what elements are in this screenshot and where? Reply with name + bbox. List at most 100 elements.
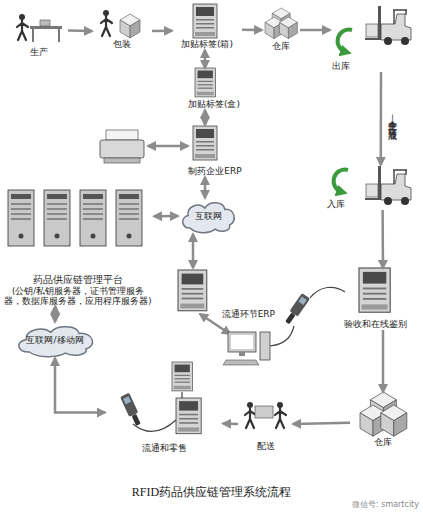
flow-arrow (380, 72, 383, 165)
green-turn-arrow (338, 30, 352, 52)
flow-arrow (300, 29, 330, 32)
flow-arrow (204, 110, 207, 125)
icon-node: 加贴标签(箱) (172, 4, 242, 50)
server-icon (8, 190, 34, 246)
worker-icon (101, 10, 112, 36)
worker-icon (17, 14, 28, 40)
worker-icon (245, 402, 256, 428)
computer-icon-part (228, 332, 256, 352)
product-item (40, 20, 50, 26)
icon-node: 出库 (330, 2, 415, 72)
computer-icon-part (260, 332, 270, 360)
icon-node: 配送 (238, 396, 293, 452)
labeling-machine (193, 4, 217, 38)
icon-node: 流通和零售 (105, 362, 223, 454)
computer-icon-part (231, 335, 253, 349)
node-label: 流通环节ERP (222, 309, 275, 320)
node-label: 包装 (113, 39, 131, 50)
node-label: 仓库 (272, 41, 290, 52)
rfid-reader-icon (120, 393, 143, 427)
flow-arrow (68, 29, 92, 32)
printer-icon-part (100, 140, 144, 158)
node-label: 加贴标签(盒) (188, 99, 240, 110)
node-label: 仓库 (374, 437, 392, 448)
flow-arrow (55, 358, 105, 413)
diagram-caption: RFID药品供应链管理系统流程 (0, 484, 423, 501)
worker-icon (275, 402, 286, 428)
icon-node: 仓库 (350, 392, 416, 448)
node-label: 验收和在线鉴别 (344, 319, 407, 330)
forklift-icon (365, 6, 411, 45)
printer-icon (100, 130, 144, 163)
retail-server (172, 362, 192, 391)
server-icon (44, 190, 70, 246)
watermark-text: 微信号: smartcity (352, 499, 419, 510)
labeling-machine (195, 68, 215, 97)
server-icon (80, 190, 106, 246)
node-label: 流通和零售 (142, 443, 187, 454)
retail-machine (176, 398, 201, 434)
cloud-node: 互联网 (178, 198, 238, 234)
flow-arrow (152, 29, 172, 32)
warehouse-icon (360, 392, 407, 436)
server-icon (116, 190, 142, 246)
node-label: 互联网/移动网 (26, 335, 83, 346)
node-label: 生产 (30, 47, 48, 58)
rfid-reader-icon (283, 293, 310, 326)
cloud-node: 互联网/移动网 (12, 322, 98, 358)
icon-node: 验收和在线鉴别 (335, 268, 415, 330)
reader-cable (310, 287, 345, 298)
icon-node: 仓库 (262, 8, 300, 52)
node-label: 互联网 (195, 211, 222, 222)
green-turn-arrow (334, 170, 348, 192)
flow-arrow (154, 215, 178, 218)
computer-icon-part (223, 360, 259, 365)
flow-arrow (293, 423, 350, 424)
flow-arrow (204, 50, 207, 68)
icon-node: 生产 (10, 8, 68, 58)
flow-arrow (204, 177, 207, 198)
node-label: 出库 (332, 61, 350, 72)
icon-node: 制药企业ERP (175, 125, 255, 177)
node-label: 加贴标签(箱) (181, 39, 233, 50)
icon-node: 包装 (92, 8, 152, 50)
erp-server (178, 270, 207, 311)
flow-arrow (223, 422, 238, 425)
flow-arrow (54, 306, 57, 322)
warehouse-icon (265, 8, 297, 39)
computer-icon-part (239, 352, 245, 356)
icon-node: 加贴标签(盒) (178, 68, 250, 110)
edge-label: 生产企业—流通环节 (387, 114, 397, 123)
flow-arrow (192, 234, 195, 268)
printer-icon-part (104, 158, 140, 163)
erp-server (193, 126, 217, 160)
cloud-shape (19, 327, 93, 357)
desk-legs (33, 29, 59, 42)
carried-carton (255, 406, 273, 418)
node-label: 制药企业ERP (188, 166, 241, 177)
icon-node: 药品供应链管理平台(公钥/私钥服务器，证书管理服务器，数据库服务器，应用程序服务… (2, 188, 154, 306)
retail-link (181, 392, 183, 398)
reader-cable (270, 326, 294, 346)
desk (30, 26, 62, 29)
printer-icon-part (106, 130, 138, 140)
flow-arrow (382, 330, 385, 392)
cloud-shape (183, 203, 234, 233)
node-label: 入库 (327, 199, 345, 210)
node-label: 药品供应链管理平台 (33, 274, 123, 285)
flow-arrow (381, 210, 384, 268)
computer-icon (223, 332, 270, 365)
printer-link-arrow (148, 145, 188, 148)
icon-node: 入库 (325, 165, 415, 210)
flow-arrow (242, 29, 262, 32)
acceptance-machine (359, 268, 390, 312)
icon-node: 流通环节ERP (172, 268, 277, 320)
forklift-icon (365, 166, 411, 205)
carton-icon (120, 14, 140, 38)
reader-cable (133, 420, 176, 432)
node-description: (公钥/私钥服务器，证书管理服务器，数据库服务器，应用程序服务器) (4, 286, 152, 306)
node-label: 配送 (257, 441, 275, 452)
